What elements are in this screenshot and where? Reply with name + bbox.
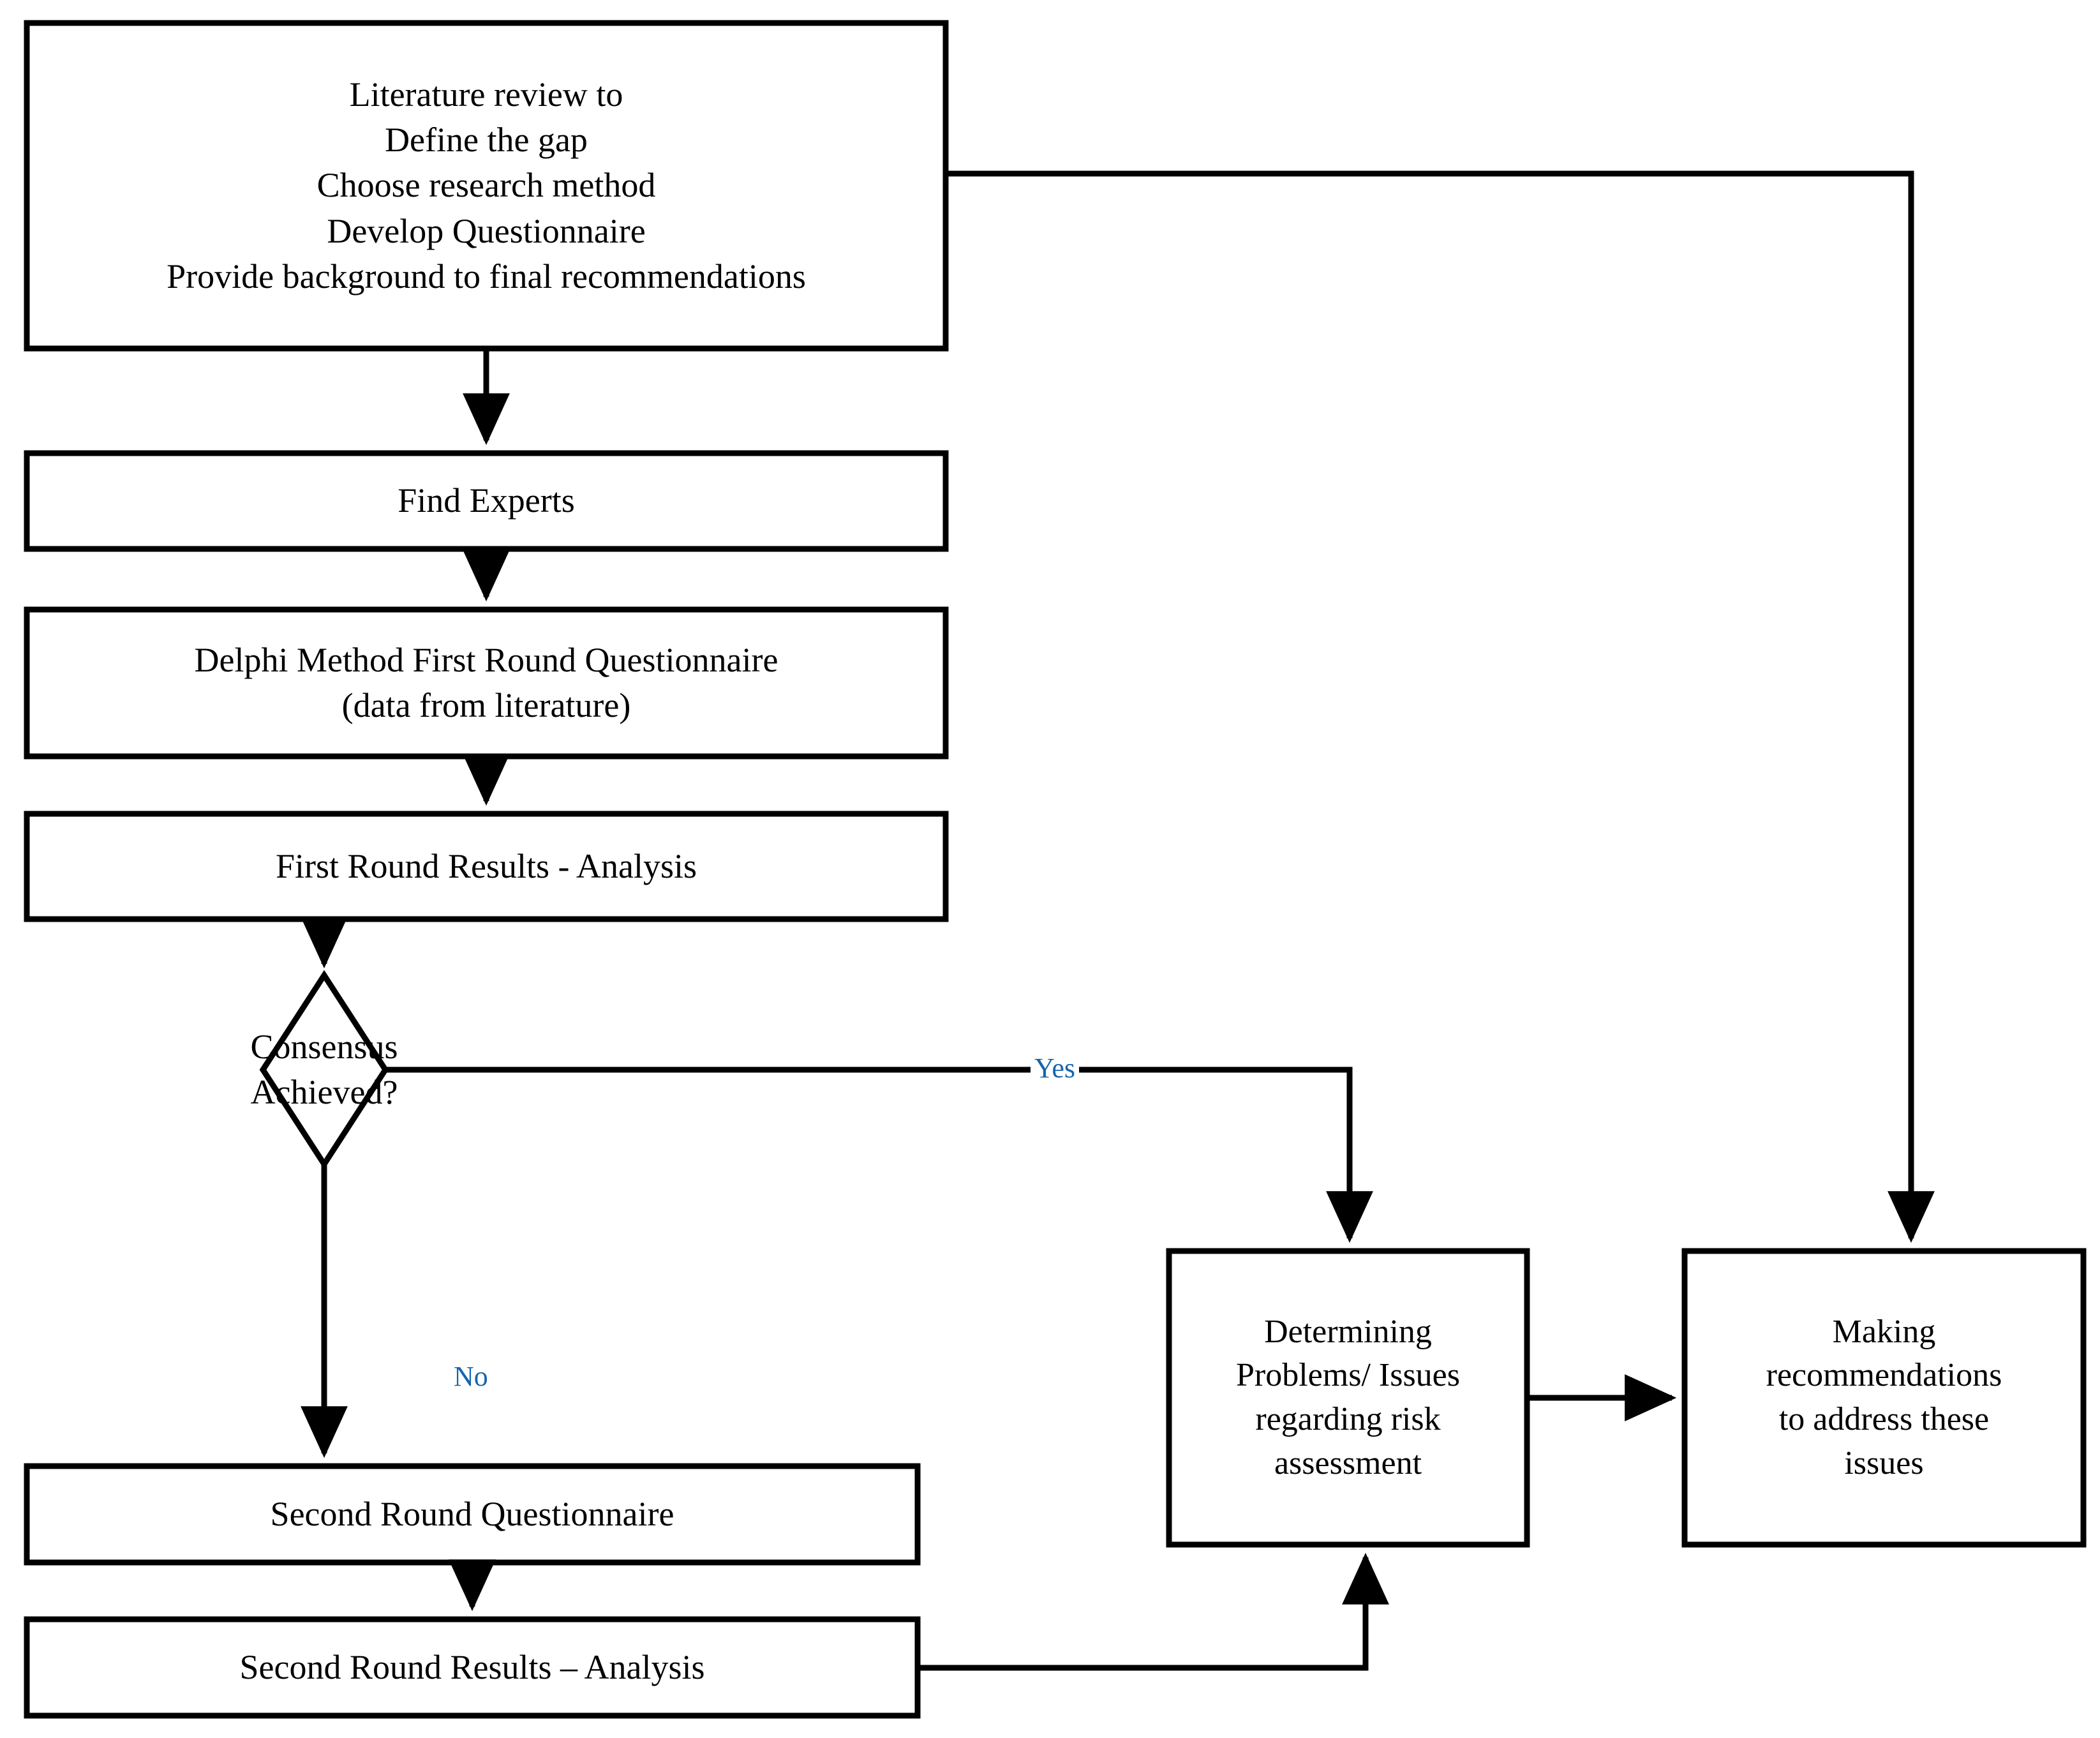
node-second-round-questionnaire[interactable]	[24, 1463, 921, 1566]
node-determining-problems[interactable]	[1166, 1248, 1530, 1548]
node-making-recommendations[interactable]	[1681, 1248, 2087, 1548]
edge-label-no: No	[450, 1363, 492, 1391]
node-second-round-results[interactable]	[24, 1616, 921, 1719]
edge-literature-to-recommendations	[946, 170, 1935, 1243]
edge-consensus-yes-to-determining	[385, 1067, 1373, 1243]
node-first-round-questionnaire[interactable]	[24, 606, 949, 760]
edge-second-results-to-determining	[918, 1552, 1389, 1671]
node-find-experts[interactable]	[24, 450, 949, 552]
node-first-round-results[interactable]	[24, 811, 949, 922]
edge-label-yes: Yes	[1031, 1054, 1080, 1083]
node-consensus-decision[interactable]	[259, 970, 389, 1170]
node-literature-review[interactable]	[24, 20, 949, 352]
